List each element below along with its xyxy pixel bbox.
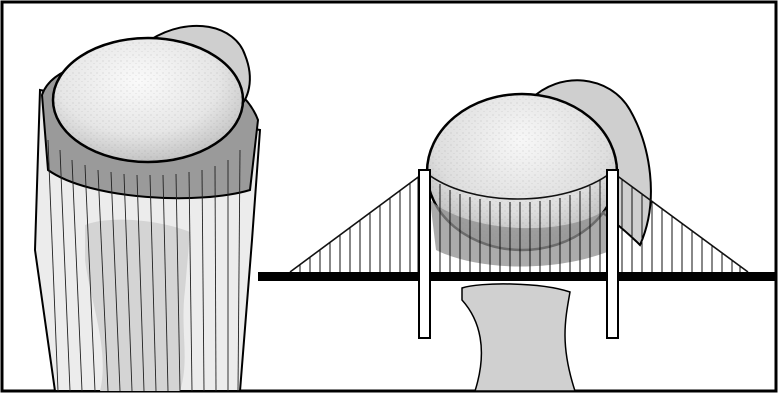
bridge-tower-right — [607, 170, 618, 338]
bridge-tower-left — [419, 170, 430, 338]
head-stipple — [53, 38, 243, 162]
bridge-deck — [258, 272, 776, 281]
left-panel-bone — [35, 26, 260, 391]
